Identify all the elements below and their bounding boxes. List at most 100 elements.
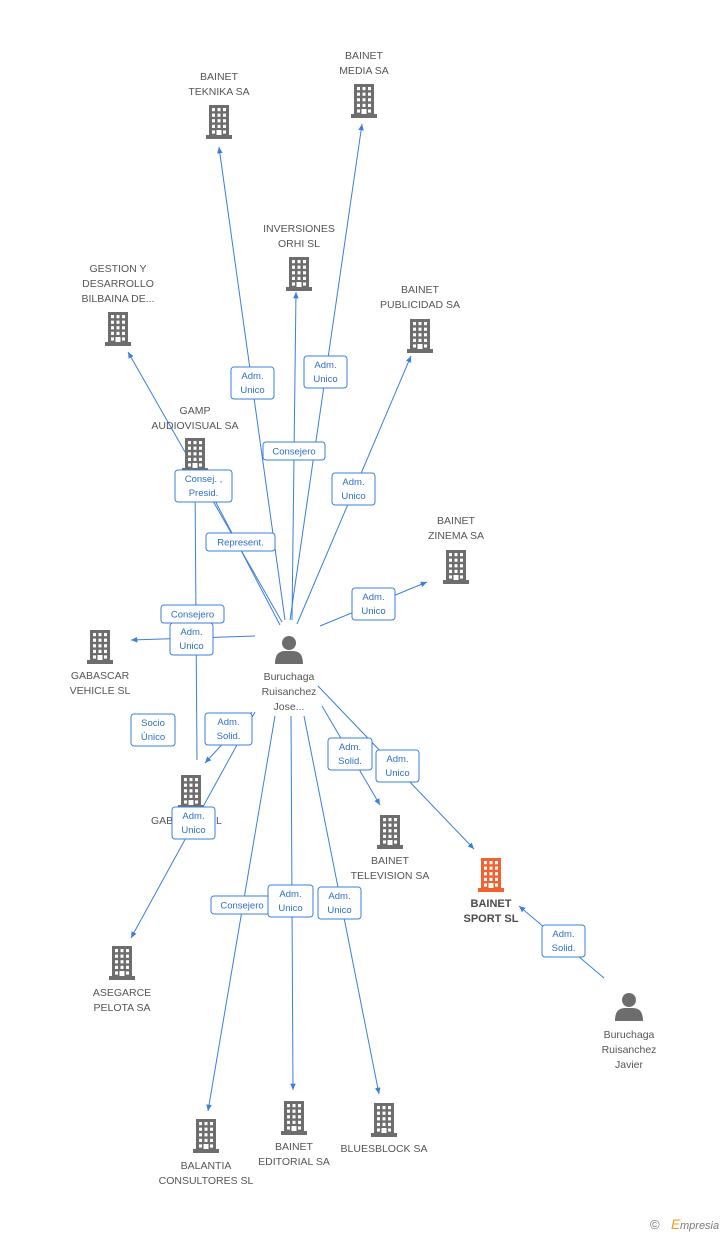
node-label-line: Buruchaga bbox=[264, 671, 315, 683]
node-bluesblock[interactable]: BLUESBLOCK SA bbox=[341, 1103, 428, 1155]
relation-text: Unico bbox=[240, 385, 264, 396]
node-label-line: BAINET bbox=[275, 1141, 314, 1153]
building-icon bbox=[109, 946, 135, 980]
node-label-line: INVERSIONES bbox=[263, 223, 335, 235]
relation-text: Adm. bbox=[552, 929, 574, 940]
relation-text: Solid. bbox=[552, 943, 576, 954]
node-label-line: Javier bbox=[615, 1059, 644, 1071]
relation-text: Presid. bbox=[189, 488, 219, 499]
relation-label[interactable]: Adm. Unico bbox=[331, 472, 376, 506]
node-label-line: Ruisanchez bbox=[602, 1044, 657, 1056]
relation-box bbox=[169, 622, 214, 656]
person-icon bbox=[615, 993, 643, 1021]
relation-label[interactable]: Adm. Unico bbox=[303, 355, 348, 389]
relation-label[interactable]: Adm.Unico bbox=[375, 749, 420, 783]
node-publicidad[interactable]: BAINET PUBLICIDAD SA bbox=[380, 284, 460, 353]
building-icon bbox=[443, 550, 469, 584]
person-icon bbox=[275, 636, 303, 664]
relation-label[interactable]: Adm.Unico bbox=[351, 587, 396, 621]
node-label-line: VEHICLE SL bbox=[70, 685, 131, 697]
node-label-line: BAINET bbox=[401, 284, 440, 296]
relation-label[interactable]: Adm.Unico bbox=[171, 806, 216, 840]
node-label-line: SPORT SL bbox=[463, 913, 518, 925]
node-label-line: BLUESBLOCK SA bbox=[341, 1143, 428, 1155]
node-sport[interactable]: BAINET SPORT SL bbox=[463, 858, 519, 925]
relation-box bbox=[541, 924, 586, 958]
relation-label[interactable]: Consejero bbox=[210, 895, 274, 915]
relation-label[interactable]: Consejero bbox=[262, 441, 326, 461]
building-icon bbox=[371, 1103, 397, 1137]
node-gabascar[interactable]: GABASCAR VEHICLE SL bbox=[70, 630, 131, 697]
relation-text: Adm. bbox=[182, 811, 204, 822]
relation-label[interactable]: Represent. bbox=[205, 532, 276, 552]
node-gamp[interactable]: GAMP AUDIOVISUAL SA bbox=[151, 405, 239, 472]
node-label-line: GAMP bbox=[180, 405, 211, 417]
node-label-line: BILBAINA DE... bbox=[82, 293, 155, 305]
relation-box bbox=[303, 355, 348, 389]
relation-text: Adm. bbox=[342, 477, 364, 488]
node-media[interactable]: BAINET MEDIA SA bbox=[339, 50, 389, 118]
relation-label[interactable]: Consej. ,Presid. bbox=[174, 469, 233, 503]
relation-text: Unico bbox=[278, 903, 302, 914]
relation-text: Unico bbox=[385, 768, 409, 779]
node-jose[interactable]: BuruchagaRuisanchezJose... bbox=[262, 636, 317, 713]
relation-box bbox=[230, 366, 275, 400]
node-label-line: BAINET bbox=[437, 515, 476, 527]
brand-initial: E bbox=[671, 1216, 681, 1232]
relation-text: Solid. bbox=[338, 756, 362, 767]
node-label-line: PUBLICIDAD SA bbox=[380, 299, 460, 311]
relation-label[interactable]: Adm.Solid. bbox=[327, 737, 373, 771]
relation-text: Unico bbox=[341, 491, 365, 502]
relation-box bbox=[317, 886, 362, 920]
relation-box bbox=[174, 469, 233, 503]
node-editorial[interactable]: BAINET EDITORIAL SA bbox=[258, 1101, 330, 1168]
relation-label[interactable]: Adm. Unico bbox=[230, 366, 275, 400]
relation-label[interactable]: Adm.Unico bbox=[317, 886, 362, 920]
relation-text: Adm. bbox=[362, 592, 384, 603]
relation-box bbox=[205, 532, 276, 552]
relation-box bbox=[262, 441, 326, 461]
relation-label[interactable]: Adm. Solid. bbox=[541, 924, 586, 958]
relation-text: Adm. bbox=[328, 891, 350, 902]
node-label-line: Buruchaga bbox=[604, 1029, 655, 1041]
relation-text: Adm. bbox=[314, 360, 336, 371]
relation-text: Adm. bbox=[180, 627, 202, 638]
relation-label[interactable]: Adm.Unico bbox=[169, 622, 214, 656]
brand-name: mpresia bbox=[680, 1220, 719, 1232]
relation-text: Solid. bbox=[217, 731, 241, 742]
brand-watermark: © E mpresia bbox=[650, 1216, 719, 1232]
building-icon bbox=[407, 319, 433, 353]
node-label-line: BAINET bbox=[200, 71, 239, 83]
relation-text: Unico bbox=[313, 374, 337, 385]
building-icon bbox=[377, 815, 403, 849]
relation-label[interactable]: Consejero bbox=[160, 604, 225, 624]
relation-label[interactable]: Adm.Unico bbox=[267, 884, 314, 918]
node-label-line: GAB bbox=[151, 815, 173, 827]
node-label-line: BAINET bbox=[471, 898, 512, 910]
node-label-line: PELOTA SA bbox=[94, 1002, 151, 1014]
node-label-line: EDITORIAL SA bbox=[258, 1156, 330, 1168]
node-label-line: MEDIA SA bbox=[339, 65, 389, 77]
relation-text: Socio bbox=[141, 718, 165, 729]
node-label-line: Jose... bbox=[274, 701, 305, 713]
node-label-line: BAINET bbox=[345, 50, 384, 62]
relation-label[interactable]: Adm. Solid. bbox=[204, 712, 253, 746]
relation-box bbox=[204, 712, 253, 746]
relation-text: Adm. bbox=[217, 717, 239, 728]
node-label-line: AUDIOVISUAL SA bbox=[151, 420, 238, 432]
relation-text: Consejero bbox=[171, 610, 214, 621]
building-icon bbox=[206, 105, 232, 139]
node-label-line: GABASCAR bbox=[71, 670, 130, 682]
relation-text: Adm. bbox=[241, 371, 263, 382]
node-label-line: DESARROLLO bbox=[82, 278, 154, 290]
